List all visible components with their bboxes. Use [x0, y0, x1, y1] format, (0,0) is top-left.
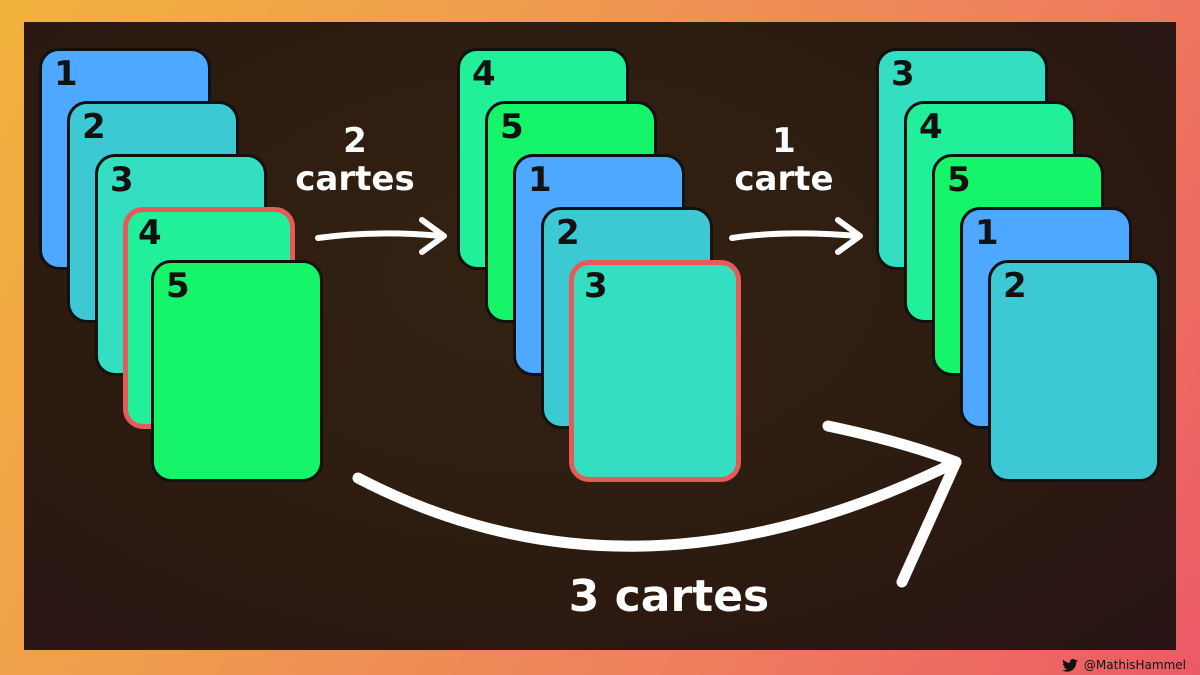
- card-number: 4: [919, 107, 943, 147]
- label-unit: carte: [734, 159, 834, 199]
- card-number: 2: [82, 107, 106, 147]
- card-number: 2: [556, 213, 580, 253]
- card-number: 4: [472, 54, 496, 94]
- card-number: 3: [584, 266, 608, 306]
- arrows-layer: [315, 217, 962, 588]
- label-three-cards: 3 cartes: [568, 571, 770, 622]
- label-count: 2: [343, 121, 367, 161]
- arrow-large: [352, 456, 962, 552]
- label-unit: cartes: [295, 159, 415, 199]
- card-number: 3: [891, 54, 915, 94]
- arrow-small-2-head: [835, 217, 863, 255]
- label-two-cards: 2 cartes: [290, 122, 420, 198]
- card: 5: [151, 260, 323, 482]
- label-count: 1: [772, 121, 796, 161]
- card-number: 1: [528, 160, 552, 200]
- card: 2: [988, 260, 1160, 482]
- author-handle: @MathisHammel: [1083, 658, 1186, 672]
- author-credit: @MathisHammel: [1062, 658, 1186, 672]
- card-number: 2: [1003, 266, 1027, 306]
- arrow-small-2: [729, 230, 861, 241]
- card-number: 5: [166, 266, 190, 306]
- card-number: 5: [500, 107, 524, 147]
- arrow-large-head: [822, 420, 962, 588]
- label-one-card: 1 carte: [714, 122, 854, 198]
- card-highlighted: 3: [569, 260, 741, 482]
- card-number: 5: [947, 160, 971, 200]
- arrow-small-1-head: [419, 217, 447, 255]
- card-number: 1: [54, 54, 78, 94]
- card-number: 3: [110, 160, 134, 200]
- card-number: 4: [138, 213, 162, 253]
- card-number: 1: [975, 213, 999, 253]
- diagram-canvas: 1 2 3 4 5 4 5 1 2 3 3 4 5 1 2 2 cartes: [24, 22, 1176, 650]
- arrow-small-1: [315, 230, 445, 241]
- twitter-bird-icon: [1062, 658, 1078, 672]
